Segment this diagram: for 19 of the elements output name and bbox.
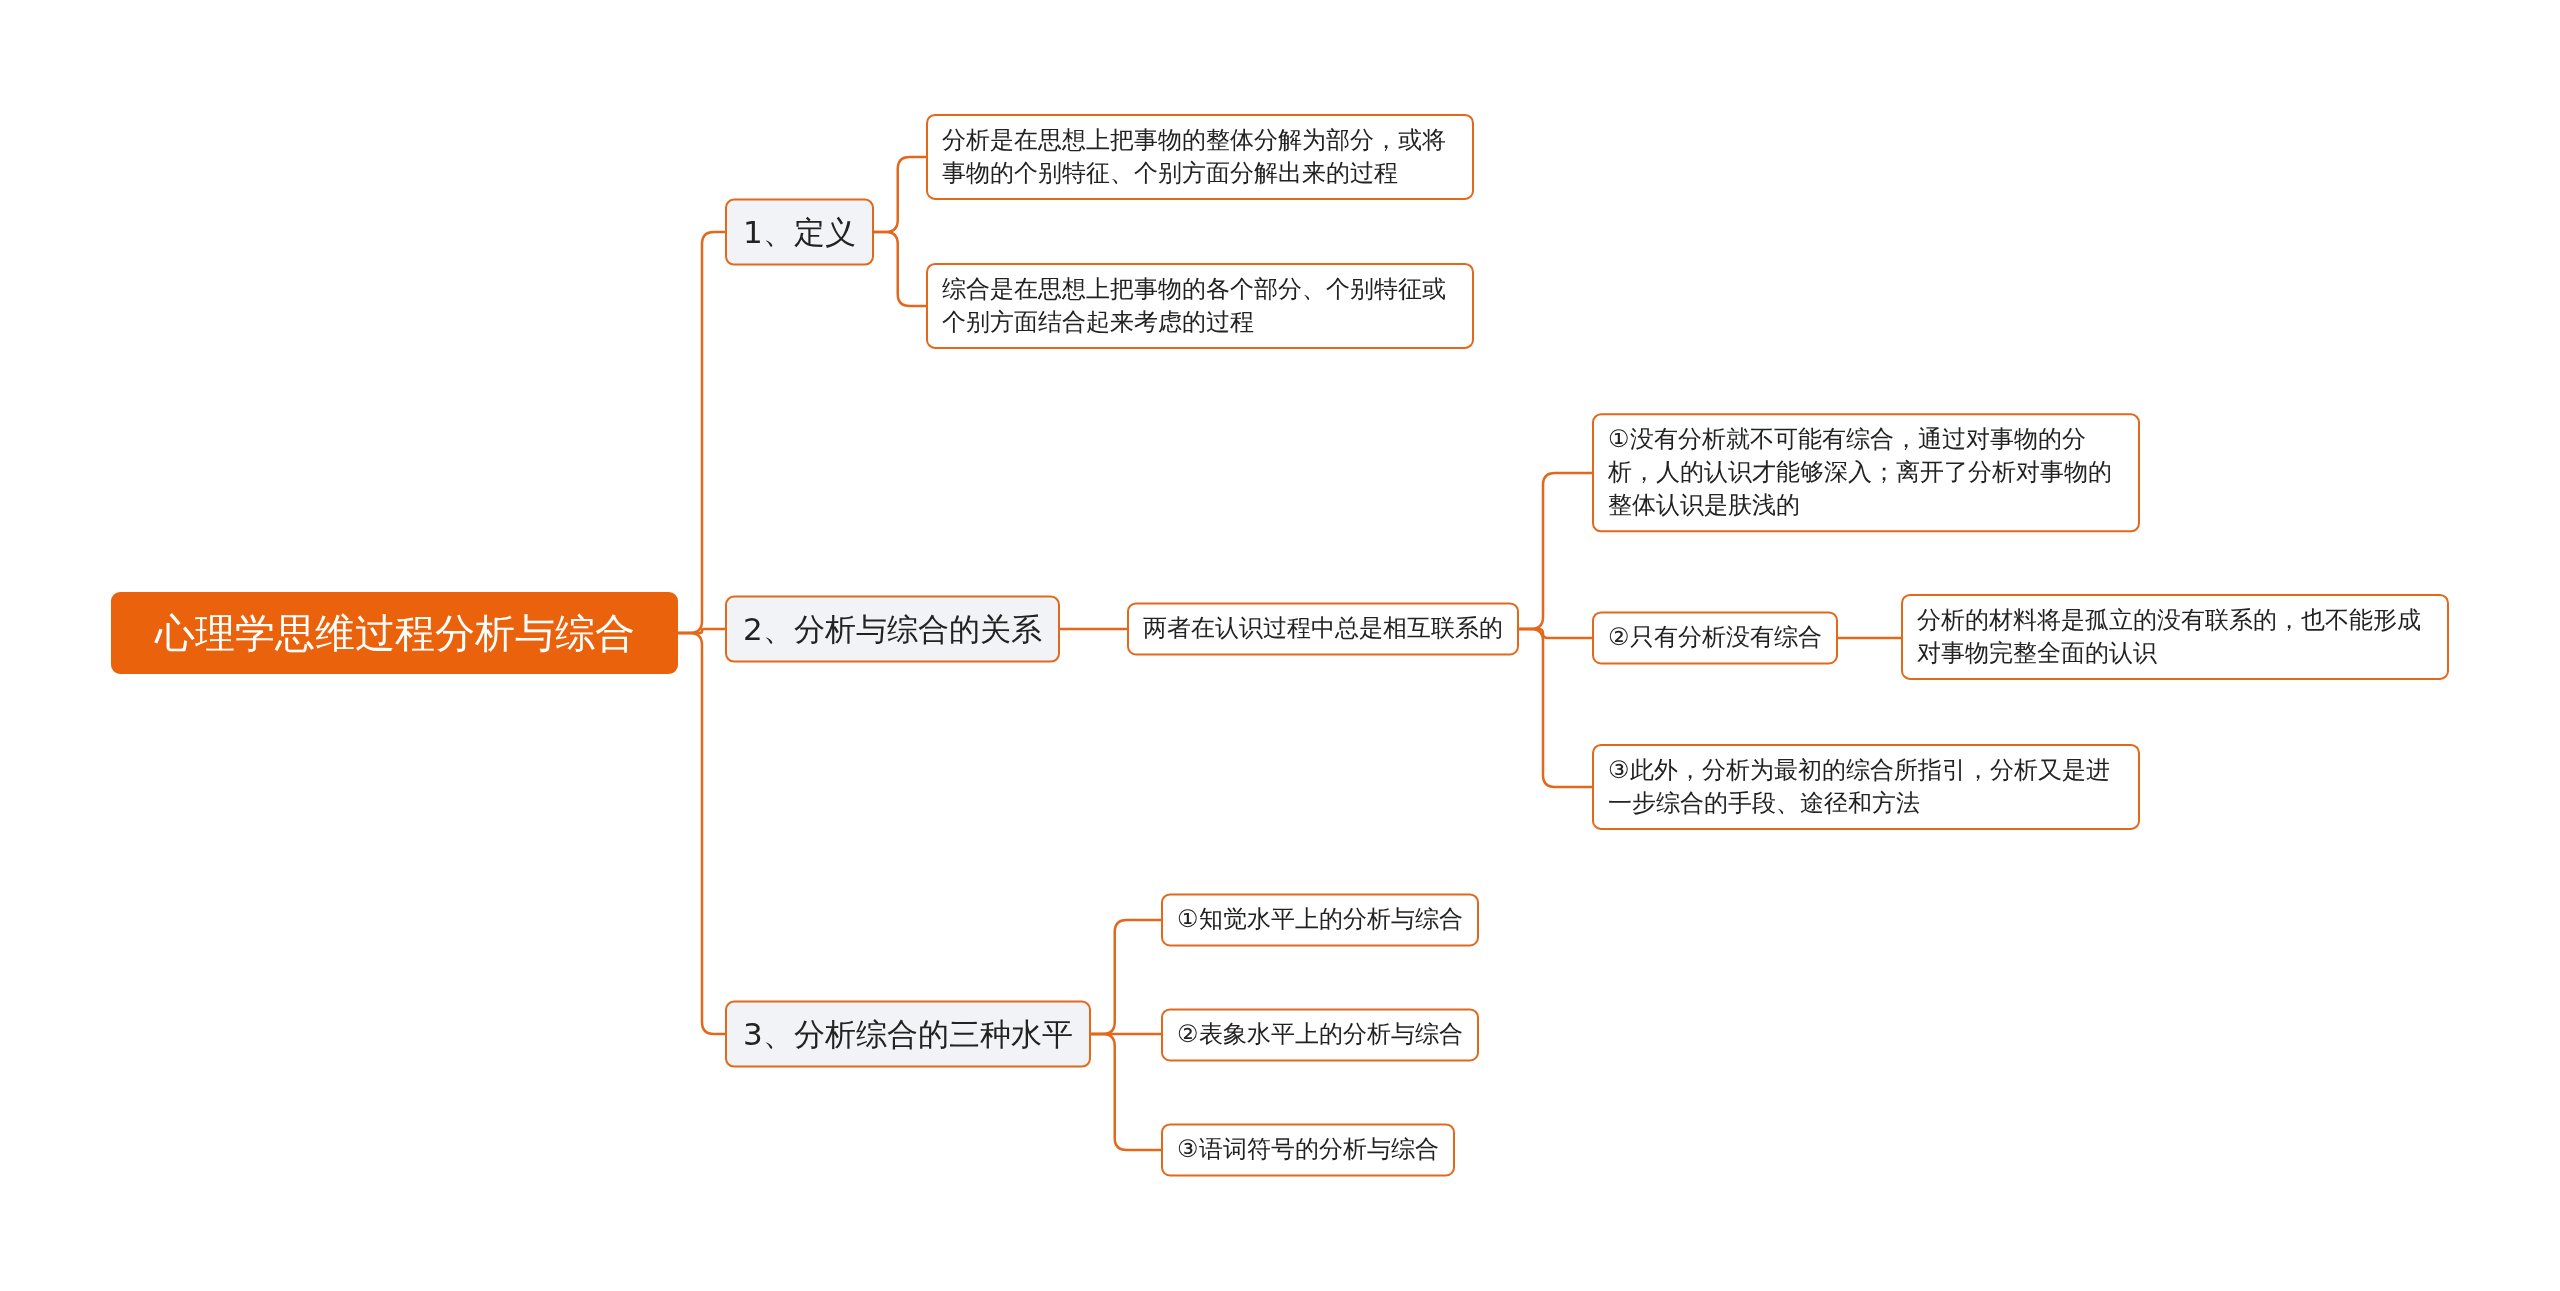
- subtopic: ③此外，分析为最初的综合所指引，分析又是进一步综合的手段、途径和方法: [1592, 743, 2140, 831]
- subtopic: ①知觉水平上的分析与综合: [1161, 893, 1479, 947]
- subtopic: ①没有分析就不可能有综合，通过对事物的分析，人的认识才能够深入；离开了分析对事物的整体认识是肤浅的: [1592, 413, 2140, 533]
- subtopic: 两者在认识过程中总是相互联系的: [1127, 602, 1519, 656]
- subtopic: ③语词符号的分析与综合: [1161, 1123, 1455, 1177]
- connector-line: [1519, 627, 1592, 789]
- main-topic: 3、分析综合的三种水平: [725, 1000, 1091, 1068]
- connector-line: [1837, 636, 1901, 640]
- subtopic: ②表象水平上的分析与综合: [1161, 1008, 1479, 1062]
- central-topic: 心理学思维过程分析与综合: [111, 592, 678, 674]
- subtopic: ②只有分析没有综合: [1592, 611, 1838, 665]
- connector-line: [1090, 1032, 1161, 1152]
- connector-line: [1059, 627, 1127, 631]
- subtopic: 分析的材料将是孤立的没有联系的，也不能形成对事物完整全面的认识: [1901, 593, 2449, 681]
- main-topic: 2、分析与综合的关系: [725, 595, 1060, 663]
- subtopic: 综合是在思想上把事物的各个部分、个别特征或个别方面结合起来考虑的过程: [926, 262, 1474, 350]
- main-topic: 1、定义: [725, 198, 874, 266]
- subtopic: 分析是在思想上把事物的整体分解为部分，或将事物的个别特征、个别方面分解出来的过程: [926, 113, 1474, 201]
- connector-line: [678, 631, 725, 1036]
